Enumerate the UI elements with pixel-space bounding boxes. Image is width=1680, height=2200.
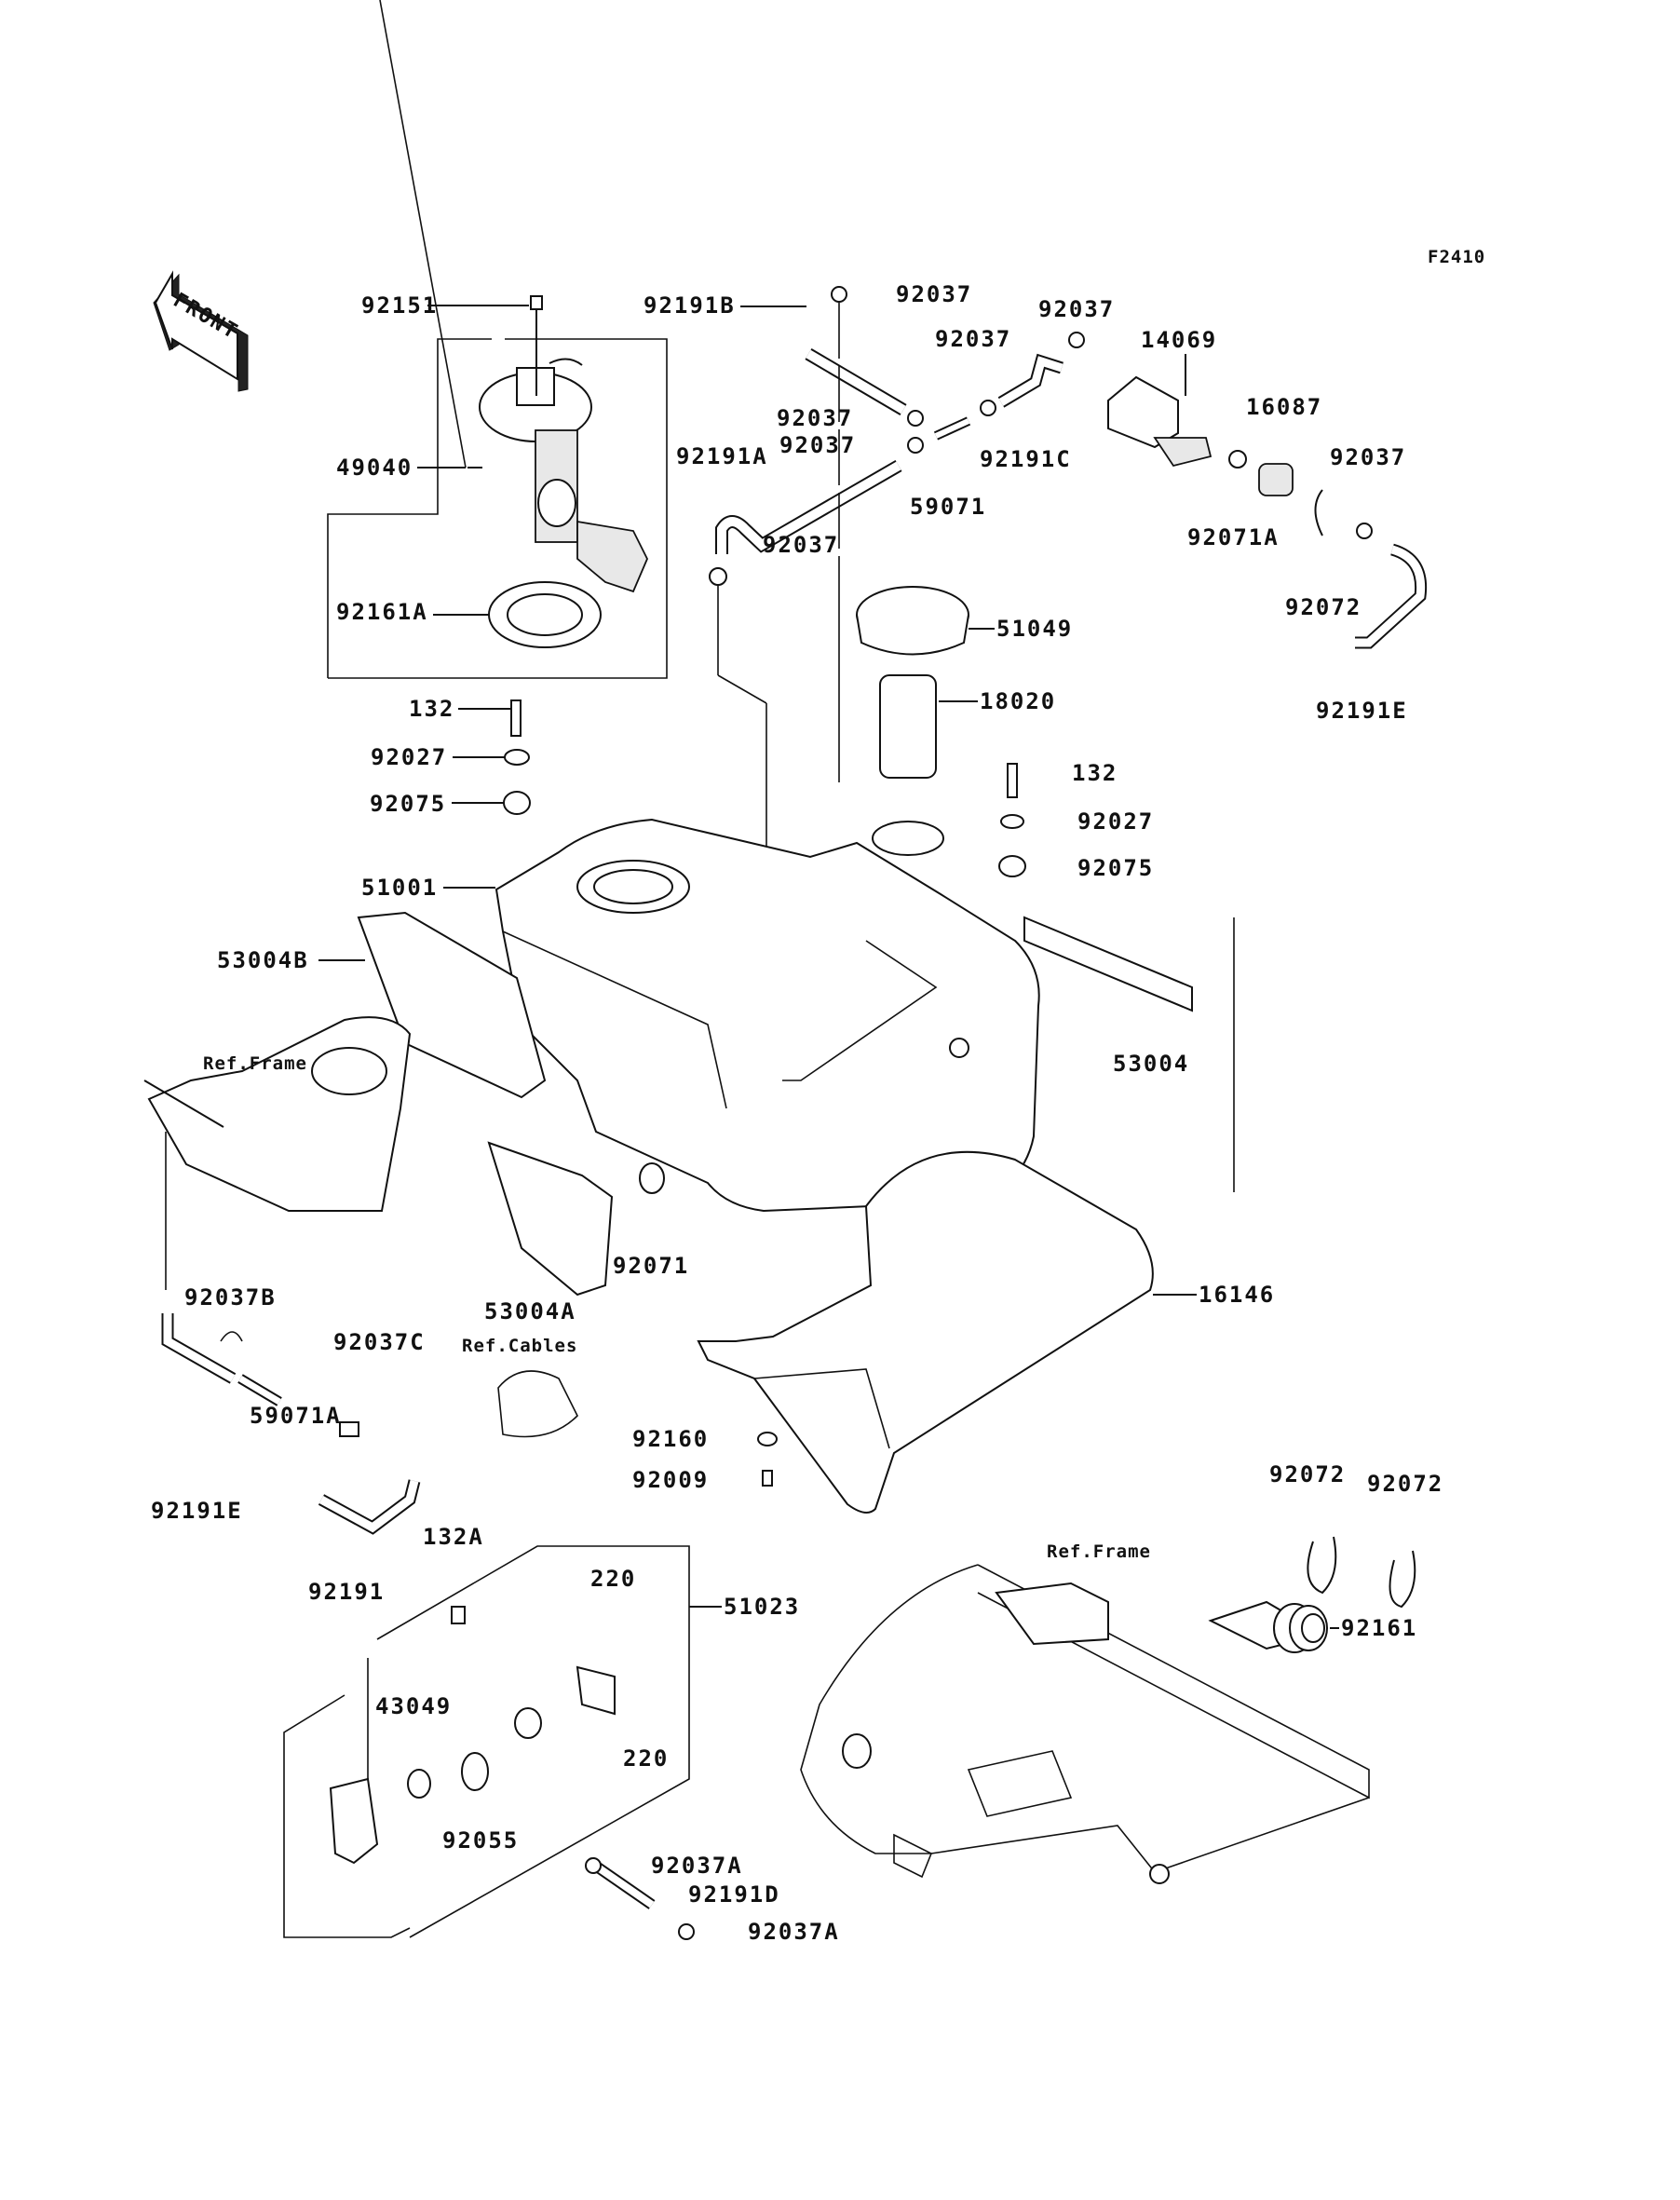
label-53004A: 53004A: [484, 1298, 576, 1324]
label-92191: 92191: [308, 1579, 385, 1605]
label-92055: 92055: [442, 1827, 519, 1854]
label-ref-cables: Ref.Cables: [462, 1336, 577, 1356]
label-92037C: 92037C: [333, 1329, 426, 1355]
label-92075-left: 92075: [370, 791, 446, 817]
label-92191A: 92191A: [676, 443, 768, 469]
bolt-92009: [762, 1470, 773, 1487]
label-92071A: 92071A: [1187, 524, 1280, 550]
filler-cap-group: [856, 586, 969, 856]
label-53004B: 53004B: [217, 947, 309, 973]
label-43049: 43049: [375, 1693, 452, 1719]
label-16146: 16146: [1199, 1282, 1275, 1308]
label-ref-frame-right: Ref.Frame: [1047, 1541, 1151, 1562]
label-132-right: 132: [1072, 760, 1118, 786]
label-92037B: 92037B: [184, 1284, 277, 1310]
label-14069: 14069: [1141, 327, 1217, 353]
label-51049: 51049: [996, 616, 1073, 642]
label-92037A-b: 92037A: [748, 1919, 840, 1945]
label-220-b: 220: [623, 1745, 669, 1772]
label-59071: 59071: [910, 494, 986, 520]
label-92161A: 92161A: [336, 599, 428, 625]
label-18020: 18020: [980, 688, 1056, 714]
label-92037A-a: 92037A: [651, 1853, 743, 1879]
fuel-filter-group: [1107, 375, 1428, 649]
label-92037-mid: 92037: [763, 532, 839, 558]
label-92037-top: 92037: [896, 281, 972, 307]
label-92009: 92009: [632, 1467, 709, 1493]
label-92037-b: 92037: [935, 326, 1011, 352]
label-92191B: 92191B: [644, 292, 736, 319]
label-92071: 92071: [613, 1253, 689, 1279]
label-92191E-right: 92191E: [1316, 698, 1408, 724]
fuel-pump-assembly: [327, 0, 668, 679]
label-ref-frame-left: Ref.Frame: [203, 1053, 307, 1074]
label-92191C: 92191C: [980, 446, 1072, 472]
label-92072-a: 92072: [1269, 1461, 1346, 1487]
label-59071A: 59071A: [250, 1403, 342, 1429]
label-92037-l2: 92037: [779, 432, 856, 458]
label-92037-c: 92037: [1038, 296, 1115, 322]
label-16087: 16087: [1246, 394, 1322, 420]
grommet-92161: [1273, 1603, 1328, 1653]
clamp-92072-b: [1389, 1550, 1416, 1609]
label-92027-left: 92027: [371, 744, 447, 770]
label-49040: 49040: [336, 455, 413, 481]
label-51001: 51001: [361, 875, 438, 901]
clamp-92072-a: [1307, 1536, 1337, 1595]
label-92191E-left: 92191E: [151, 1498, 243, 1524]
label-92161: 92161: [1341, 1615, 1417, 1641]
tank-pads: [357, 911, 1235, 1297]
label-92027-right: 92027: [1077, 808, 1154, 835]
label-220-a: 220: [590, 1566, 636, 1592]
washer-92160: [757, 1432, 778, 1446]
figure-id: F2410: [1428, 247, 1485, 267]
label-92160: 92160: [632, 1426, 709, 1452]
label-53004: 53004: [1113, 1051, 1189, 1077]
label-132-left: 132: [409, 696, 454, 722]
label-92037-l1: 92037: [777, 405, 853, 431]
label-132A: 132A: [423, 1524, 484, 1550]
frame-ref-left: [143, 1016, 578, 1535]
fuel-cock-group: [283, 1545, 722, 1940]
label-51023: 51023: [724, 1594, 800, 1620]
vent-hose-group: [709, 239, 1373, 1080]
label-92072-top: 92072: [1285, 594, 1362, 620]
fuel-tank: [495, 818, 1040, 1213]
tank-guard: [697, 1150, 1154, 1514]
label-92072-b: 92072: [1367, 1471, 1443, 1497]
front-arrow-icon: FRONT: [153, 270, 249, 392]
label-92075-right: 92075: [1077, 855, 1154, 881]
label-92191D: 92191D: [688, 1881, 780, 1908]
label-92037-right: 92037: [1330, 444, 1406, 470]
label-92151: 92151: [361, 292, 438, 319]
